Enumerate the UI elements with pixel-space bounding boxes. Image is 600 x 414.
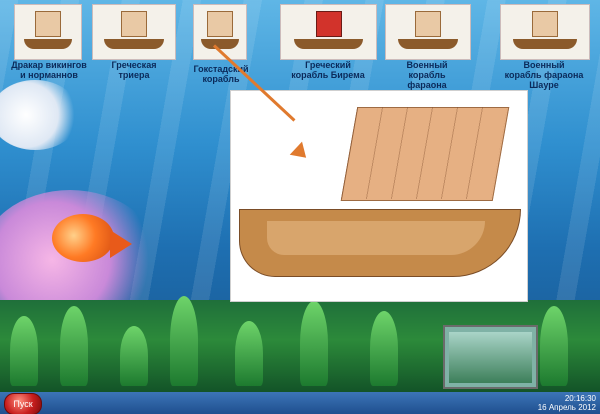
hull-icon	[513, 39, 577, 49]
seaweed	[540, 306, 568, 386]
ship-thumbnail-trireme[interactable]	[92, 4, 176, 60]
orange-fish-tail	[110, 230, 132, 258]
aquarium-thumbnail[interactable]	[443, 325, 538, 389]
start-button[interactable]: Пуск	[4, 393, 42, 414]
seaweed	[10, 316, 38, 386]
ship-thumbnail-sahure[interactable]	[500, 4, 590, 60]
ship-thumbnail-ramses[interactable]	[385, 4, 471, 60]
ship-label-gokstad: Гокстадский корабль	[193, 64, 249, 84]
ship-thumbnail-bireme[interactable]	[280, 4, 377, 60]
taskbar: Пуск 20:16:30 16 Апрель 2012	[0, 392, 600, 414]
hull-icon	[104, 39, 164, 49]
hull-icon	[24, 39, 72, 49]
seaweed	[120, 326, 148, 386]
start-button-label: Пуск	[13, 399, 33, 409]
ship-label-drakkar: Дракар викингов и норманнов	[11, 60, 87, 80]
ship-label-sahure: Военный корабль фараона Шауре	[504, 60, 584, 90]
sail-icon	[121, 11, 147, 37]
hull-icon	[397, 39, 459, 49]
hull-icon	[294, 39, 363, 49]
seaweed	[370, 311, 398, 386]
preview-sail-seams	[340, 107, 508, 199]
seaweed	[235, 321, 263, 386]
sail-icon	[532, 11, 558, 37]
seaweed	[300, 301, 328, 386]
ship-preview-image	[230, 90, 528, 302]
sail-icon	[207, 11, 233, 37]
clock-date: 16 Апрель 2012	[537, 403, 596, 412]
aquarium-thumbnail-image	[449, 332, 532, 383]
sail-icon	[415, 11, 441, 37]
ship-label-trireme: Греческая триера	[111, 60, 157, 80]
ship-label-bireme: Греческий корабль Бирема	[291, 60, 365, 80]
hull-icon	[201, 39, 239, 49]
seaweed	[60, 306, 88, 386]
clock-time: 20:16:30	[564, 394, 596, 403]
orange-fish	[52, 214, 114, 262]
sail-icon	[315, 11, 342, 37]
system-tray[interactable]: 20:16:30 16 Апрель 2012	[514, 394, 596, 412]
preview-deck	[267, 221, 485, 255]
white-coral	[0, 80, 80, 150]
sail-icon	[35, 11, 61, 37]
ship-thumbnail-drakkar[interactable]	[14, 4, 82, 60]
seaweed	[170, 296, 198, 386]
